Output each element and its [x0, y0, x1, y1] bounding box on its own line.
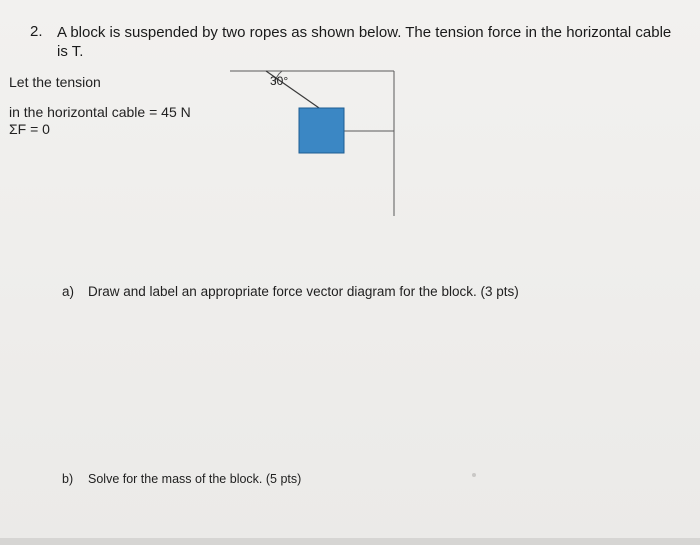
- part-a-label: a): [62, 284, 75, 299]
- suspended-block: [298, 107, 345, 154]
- part-b-text: Solve for the mass of the block. (5 pts): [88, 472, 302, 486]
- angle-arc: [274, 70, 283, 85]
- part-b: b) Solve for the mass of the block. (5 pt…: [62, 471, 301, 486]
- page-bottom-edge: [0, 538, 700, 545]
- part-b-label: b): [62, 472, 74, 486]
- faint-dot: [472, 473, 476, 477]
- part-a-text: Draw and label an appropriate force vect…: [88, 284, 519, 299]
- angled-rope: [265, 70, 323, 111]
- part-a: a) Draw and label an appropriate force ve…: [62, 284, 519, 299]
- question-number: 2.: [30, 23, 43, 40]
- question-text: A block is suspended by two ropes as sho…: [57, 24, 672, 60]
- angle-label: 30°: [270, 74, 289, 88]
- note-line-3: ΣF = 0: [9, 121, 50, 137]
- note-line-2: in the horizontal cable = 45 N: [9, 104, 191, 120]
- note-line-1: Let the tension: [9, 74, 101, 90]
